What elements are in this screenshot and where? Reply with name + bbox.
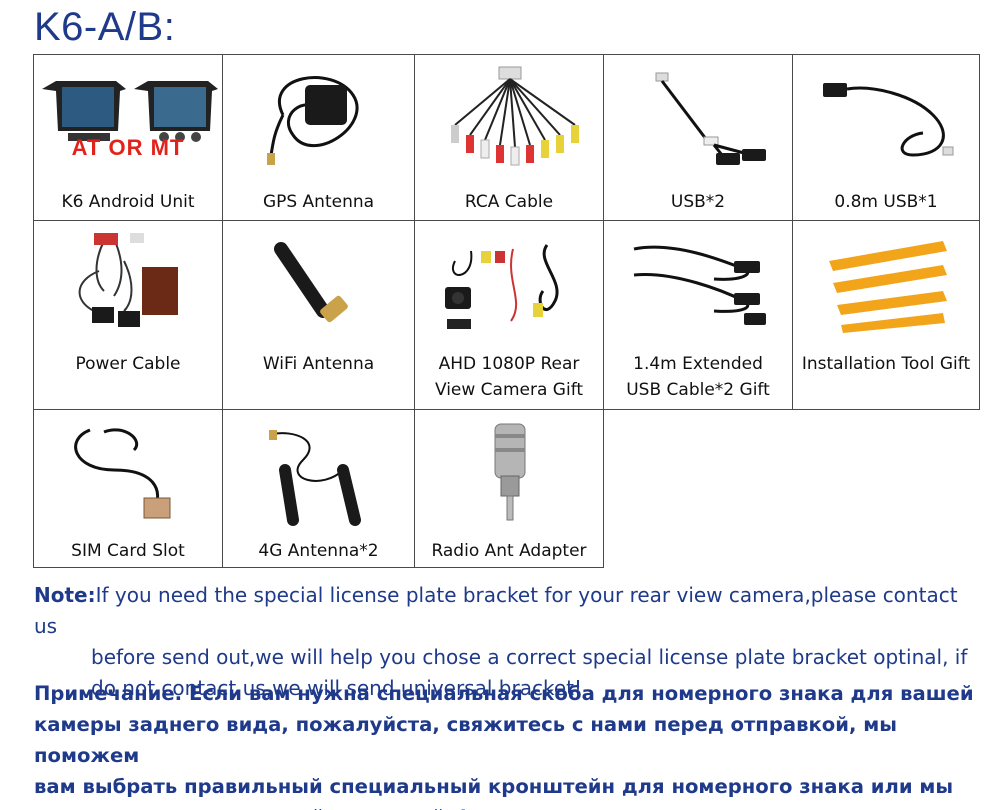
item-wifi-antenna: WiFi Antenna — [222, 220, 415, 410]
item-label: AHD 1080P Rear View Camera Gift — [434, 354, 584, 400]
russian-note: Примечание. Если вам нужна специальная с… — [34, 678, 984, 810]
item-label: WiFi Antenna — [262, 354, 375, 374]
page-title: K6-A/B: — [34, 5, 176, 49]
ru-note-line-2: камеры заднего вида, пожалуйста, свяжите… — [34, 713, 897, 767]
rear-camera-image — [445, 244, 559, 329]
rca-cable-image — [451, 66, 579, 166]
item-k6-android-unit: AT OR MT K6 Android Unit — [33, 54, 223, 221]
item-extended-usb: 1.4m Extended USB Cable*2 Gift — [603, 220, 793, 410]
item-power-cable: Power Cable — [33, 220, 223, 410]
power-cable-image — [78, 233, 178, 327]
note-line-1: If you need the special license plate br… — [34, 583, 958, 638]
item-0-8m-usb: 0.8m USB*1 — [792, 54, 980, 221]
english-note: Note:If you need the special license pla… — [34, 580, 984, 704]
item-label: Installation Tool Gift — [801, 354, 971, 374]
item-label: GPS Antenna — [262, 192, 375, 212]
note-line-2: before send out,we will help you chose a… — [91, 645, 968, 669]
radio-adapter-image — [494, 423, 526, 521]
item-sim-card-slot: SIM Card Slot — [33, 409, 223, 568]
item-label: K6 Android Unit — [61, 192, 195, 212]
sim-slot-image — [74, 428, 171, 519]
usb-cable-image — [655, 72, 766, 165]
item-radio-ant-adapter: Radio Ant Adapter — [414, 409, 604, 568]
item-4g-antenna: 4G Antenna*2 — [222, 409, 415, 568]
item-label: SIM Card Slot — [71, 541, 185, 561]
item-label: USB*2 — [670, 192, 726, 212]
item-label: Power Cable — [75, 354, 181, 374]
item-ahd-camera: AHD 1080P Rear View Camera Gift — [414, 220, 604, 410]
item-label: 1.4m Extended USB Cable*2 Gift — [626, 354, 770, 400]
item-rca-cable: RCA Cable — [414, 54, 604, 221]
item-gps-antenna: GPS Antenna — [222, 54, 415, 221]
usb-extension-image — [823, 83, 954, 157]
item-label: RCA Cable — [464, 192, 554, 212]
item-label: Radio Ant Adapter — [431, 541, 587, 561]
item-usb-2: USB*2 — [603, 54, 793, 221]
ru-note-line-1: Примечание. Если вам нужна специальная с… — [34, 682, 974, 705]
item-label: 0.8m USB*1 — [834, 192, 938, 212]
ru-note-line-3: вам выбрать правильный специальный кронш… — [34, 775, 954, 798]
item-installation-tool: Installation Tool Gift — [792, 220, 980, 410]
4g-antenna-image — [269, 430, 361, 526]
note-lead: Note: — [34, 583, 96, 607]
wifi-antenna-image — [274, 242, 348, 323]
transmission-badge: AT OR MT — [71, 135, 185, 160]
item-label: 4G Antenna*2 — [258, 541, 379, 561]
head-unit-image — [42, 81, 218, 142]
ru-note-line-4: отправим универсальный кронштейн! — [34, 802, 984, 810]
pry-tools-image — [829, 241, 947, 333]
note-line-3: do not contact us,we will send universal… — [91, 676, 582, 700]
usb-extended-image — [633, 245, 766, 325]
gps-antenna-image — [267, 76, 359, 165]
